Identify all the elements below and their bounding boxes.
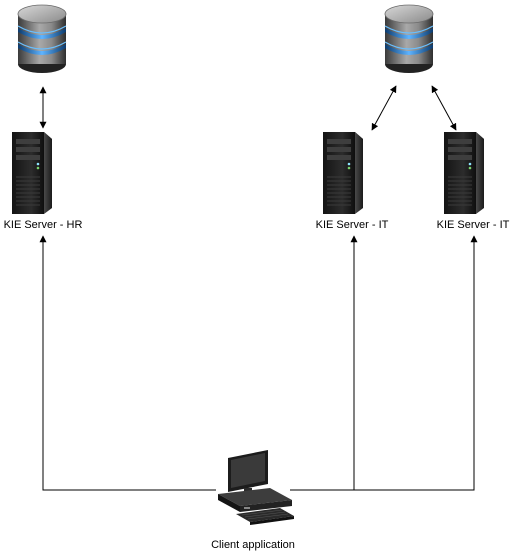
server-tower-icon <box>443 131 485 215</box>
database-icon <box>17 4 67 74</box>
server-hr[interactable]: KIE Server - HR <box>4 131 83 231</box>
edge-client-server-it-2 <box>354 235 478 491</box>
edge-client-server-hr <box>39 235 216 491</box>
server-tower-icon <box>11 131 53 215</box>
workstation-icon <box>218 450 294 525</box>
server-it-2-label: KIE Server - IT <box>437 219 510 231</box>
edge-client-server-it-1 <box>290 235 358 491</box>
database-left[interactable] <box>17 4 67 74</box>
server-it-1-label: KIE Server - IT <box>316 219 389 231</box>
client-application[interactable]: Client application <box>211 450 295 551</box>
server-it-2[interactable]: KIE Server - IT <box>437 131 510 231</box>
database-icon <box>384 4 434 74</box>
server-hr-label: KIE Server - HR <box>4 219 83 231</box>
client-application-label: Client application <box>211 539 295 551</box>
edge-db-right-server-it-1 <box>371 85 397 131</box>
edge-db-right-server-it-2 <box>431 85 457 131</box>
server-it-1[interactable]: KIE Server - IT <box>316 131 389 231</box>
database-right[interactable] <box>384 4 434 74</box>
server-tower-icon <box>322 131 364 215</box>
